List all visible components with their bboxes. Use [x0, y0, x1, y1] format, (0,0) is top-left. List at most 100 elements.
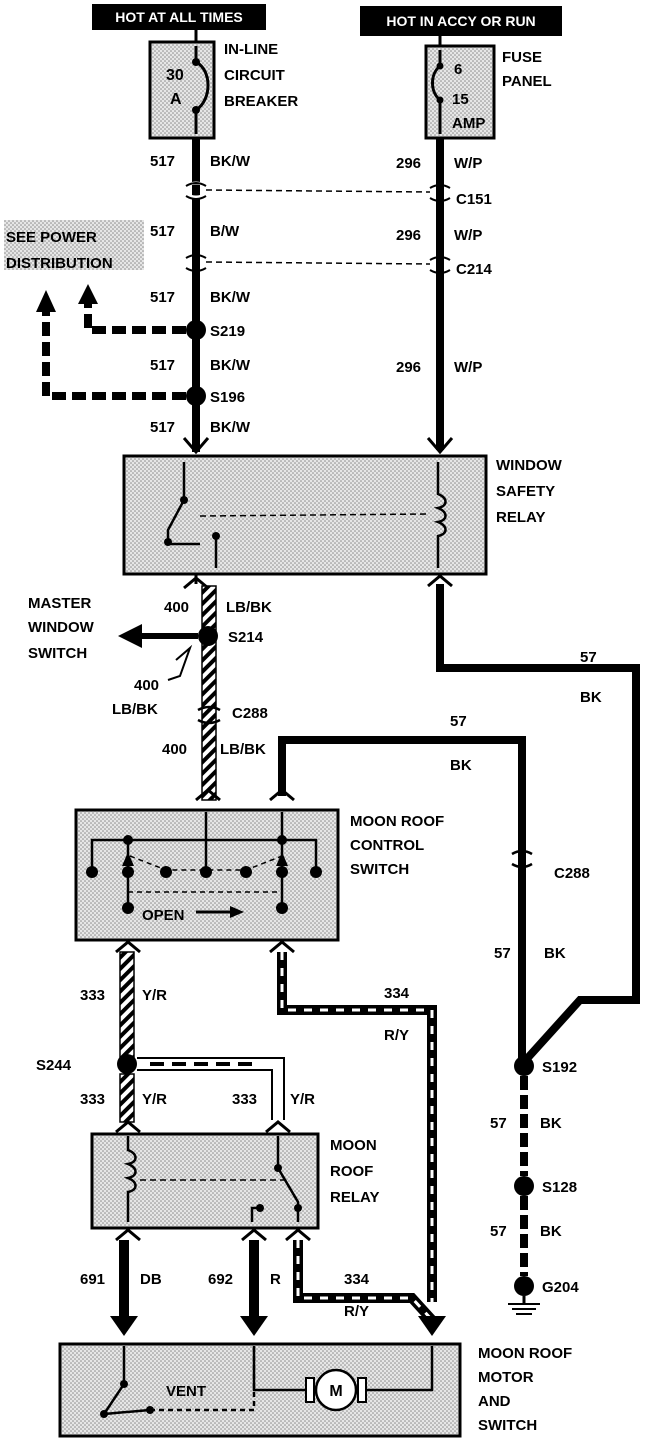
- s219-branch-wire: [84, 302, 186, 334]
- wire-517-color-2: B/W: [210, 223, 240, 240]
- wire-400-num-3: 400: [162, 741, 187, 758]
- splice-s219-label: S219: [210, 323, 245, 340]
- window-relay-label-3: RELAY: [496, 509, 545, 526]
- motor-label-1: MOON ROOF: [478, 1345, 572, 1362]
- wire-57-color-1: BK: [580, 689, 602, 706]
- splice-s214: [198, 626, 218, 646]
- splice-s196-label: S196: [210, 389, 245, 406]
- wire-517-color-4: BK/W: [210, 357, 251, 374]
- wire-400-color-2: LB/BK: [112, 701, 158, 718]
- fuse-num: 6: [454, 61, 462, 78]
- splice-s128: [514, 1176, 534, 1196]
- wire-517-color-1: BK/W: [210, 153, 251, 170]
- wire-517-num-2: 517: [150, 223, 175, 240]
- wire-517-color-3: BK/W: [210, 289, 251, 306]
- splice-s244: [117, 1054, 137, 1074]
- hot-in-accy-or-run-header-box: [360, 6, 562, 36]
- wire-57-switch-ground: [278, 736, 526, 1062]
- breaker-amps-num: 30: [166, 67, 184, 84]
- wire-333-color-2: Y/R: [142, 1091, 167, 1108]
- connector-c214: C214: [456, 261, 493, 278]
- motor-label-3: AND: [478, 1393, 511, 1410]
- s196-branch-wire: [42, 310, 186, 400]
- wire-400-num-2: 400: [134, 677, 159, 694]
- c151-dashed-link: [205, 189, 431, 193]
- ground-g204-node: [514, 1276, 534, 1296]
- moon-roof-relay: [90, 1132, 320, 1230]
- wire-692-color: R: [270, 1271, 281, 1288]
- wire-296-num-1: 296: [396, 155, 421, 172]
- wire-333-num-2: 333: [80, 1091, 105, 1108]
- wire-333-num-3: 333: [232, 1091, 257, 1108]
- control-label-2: CONTROL: [350, 837, 424, 854]
- see-power-label-2: DISTRIBUTION: [6, 255, 113, 272]
- see-power-label-1: SEE POWER: [6, 229, 97, 246]
- window-relay-label-1: WINDOW: [496, 457, 563, 474]
- wire-57-num-2: 57: [450, 713, 467, 730]
- wire-517-num-1: 517: [150, 153, 175, 170]
- wire-296-num-3: 296: [396, 359, 421, 376]
- wire-334-num-1: 334: [384, 985, 410, 1002]
- wire-334: [277, 952, 437, 1302]
- wire-57-color-3: BK: [544, 945, 566, 962]
- master-label-3: SWITCH: [28, 645, 87, 662]
- connector-c288-a: C288: [232, 705, 268, 722]
- wire-57-num-3: 57: [494, 945, 511, 962]
- motor-symbol: M: [329, 1383, 342, 1400]
- wire-57-num-4: 57: [490, 1115, 507, 1132]
- circuit-breaker: 30 A: [148, 40, 216, 140]
- vent-label: VENT: [166, 1383, 206, 1400]
- splice-s219: [186, 320, 206, 340]
- fuse-panel: 6 15 AMP: [424, 44, 496, 140]
- master-label-2: WINDOW: [28, 619, 95, 636]
- fuse-amps: 15: [452, 91, 469, 108]
- ground-g204-label: G204: [542, 1279, 579, 1296]
- motor-icon: [314, 1368, 358, 1412]
- open-label: OPEN: [142, 907, 185, 924]
- splice-s192-label: S192: [542, 1059, 577, 1076]
- master-label-1: MASTER: [28, 595, 92, 612]
- wire-296-color-2: W/P: [454, 227, 482, 244]
- motor-label-2: MOTOR: [478, 1369, 534, 1386]
- motor-label-4: SWITCH: [478, 1417, 537, 1434]
- breaker-label-3: BREAKER: [224, 93, 298, 110]
- roof-relay-label-1: MOON: [330, 1137, 377, 1154]
- window-safety-relay: [122, 454, 488, 576]
- wire-333: [119, 951, 135, 1059]
- wire-57-color-4: BK: [540, 1115, 562, 1132]
- connector-c288-b: C288: [554, 865, 590, 882]
- breaker-amps-unit: A: [170, 91, 182, 108]
- s219-arrow: [78, 284, 98, 304]
- wire-333-color-3: Y/R: [290, 1091, 315, 1108]
- wire-400: [201, 585, 217, 801]
- fuse-label-1: FUSE: [502, 49, 542, 66]
- wire-691-num: 691: [80, 1271, 105, 1288]
- wire-400-color-1: LB/BK: [226, 599, 272, 616]
- s196-arrow: [36, 290, 56, 312]
- roof-relay-label-3: RELAY: [330, 1189, 379, 1206]
- fuse-label-2: PANEL: [502, 73, 552, 90]
- control-label-3: SWITCH: [350, 861, 409, 878]
- wire-400-num-1: 400: [164, 599, 189, 616]
- wire-692-num: 692: [208, 1271, 233, 1288]
- fuse-unit: AMP: [452, 115, 485, 132]
- wire-57-color-5: BK: [540, 1223, 562, 1240]
- splice-s192: [514, 1056, 534, 1076]
- master-window-arrow: [118, 624, 142, 648]
- wire-333-color-1: Y/R: [142, 987, 167, 1004]
- wire-334-color-2: R/Y: [344, 1303, 369, 1320]
- see-power-distribution-box: [4, 220, 144, 270]
- connector-c151: C151: [456, 191, 492, 208]
- hot-in-accy-or-run-header: HOT IN ACCY OR RUN: [386, 13, 535, 29]
- wire-691-color: DB: [140, 1271, 162, 1288]
- splice-s128-label: S128: [542, 1179, 577, 1196]
- hot-at-all-times-header-box: [92, 4, 266, 30]
- wire-517-num-5: 517: [150, 419, 175, 436]
- wire-57-relay-ground: [436, 584, 640, 1065]
- splice-s196: [186, 386, 206, 406]
- wire-296-color-3: W/P: [454, 359, 482, 376]
- wire-57-num-1: 57: [580, 649, 597, 666]
- breaker-label-1: IN-LINE: [224, 41, 278, 58]
- wire-333-num-1: 333: [80, 987, 105, 1004]
